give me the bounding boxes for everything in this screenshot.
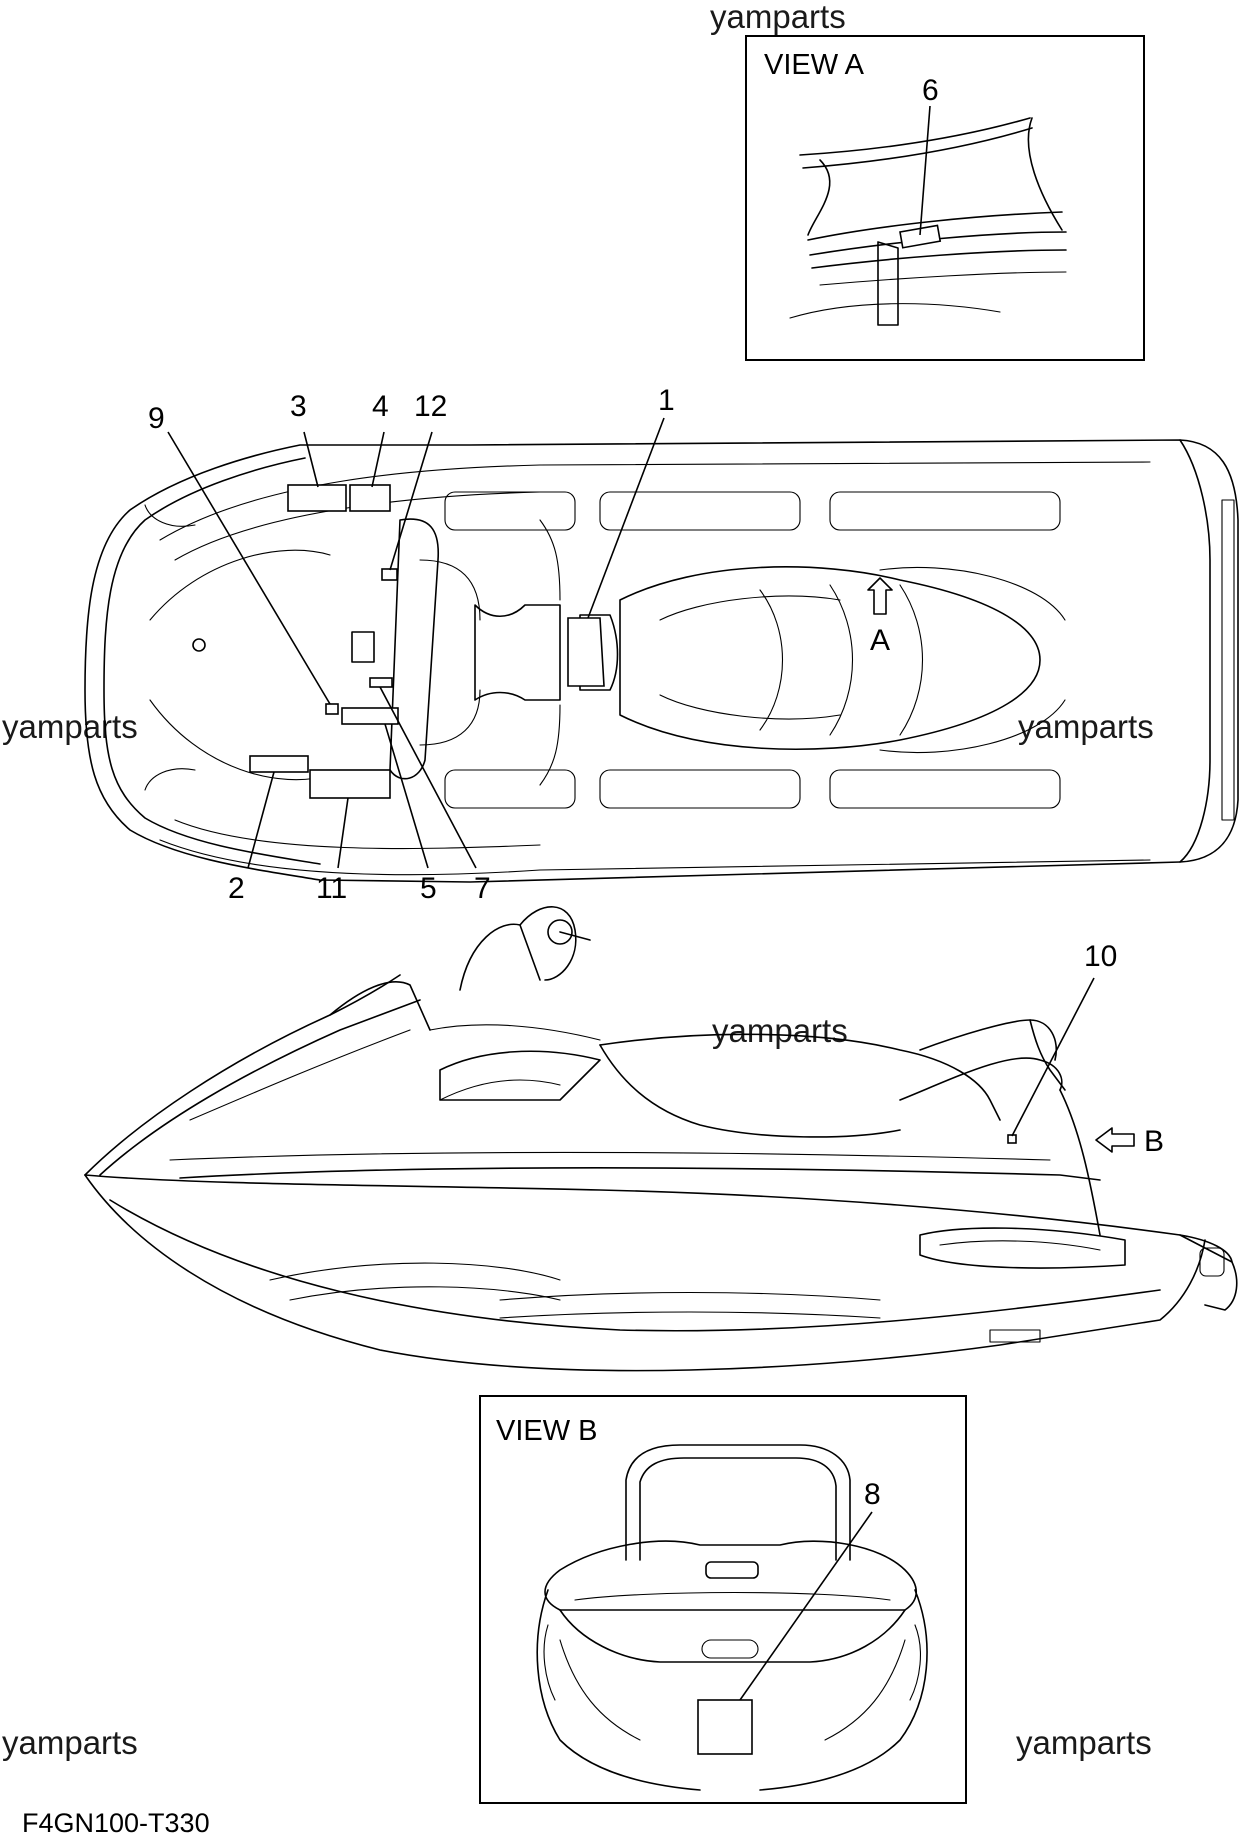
callout-1: 1 [658,384,675,417]
side-view-watercraft: 10 B [84,906,1238,1372]
callout-10: 10 [1084,940,1117,973]
diagram-code: F4GN100-T330 [22,1808,210,1838]
view-a-marker: A [870,624,890,657]
callout-7: 7 [474,872,491,905]
watermark-top: yamparts [710,0,846,35]
watermark-left-middle: yamparts [2,708,138,745]
view-b-marker: B [1144,1125,1164,1158]
view-a-inset: VIEW A 6 [745,35,1145,361]
callout-4: 4 [372,390,389,423]
watermark-left-bottom: yamparts [2,1724,138,1761]
top-view-watercraft: A 9 3 4 12 1 2 11 5 7 [84,384,1239,905]
callout-3: 3 [290,390,307,423]
callout-11: 11 [316,872,347,905]
view-b-inset: VIEW B 8 [479,1395,967,1804]
watermark-center: yamparts [712,1012,848,1049]
callout-6: 6 [922,74,939,107]
callout-12: 12 [414,390,447,423]
watermark-right-middle: yamparts [1018,708,1154,745]
view-b-title: VIEW B [496,1415,598,1447]
callout-2: 2 [228,872,245,905]
callout-9: 9 [148,402,165,435]
watermark-right-bottom: yamparts [1016,1724,1152,1761]
view-a-title: VIEW A [764,49,865,81]
callout-5: 5 [420,872,437,905]
callout-8: 8 [864,1478,881,1511]
